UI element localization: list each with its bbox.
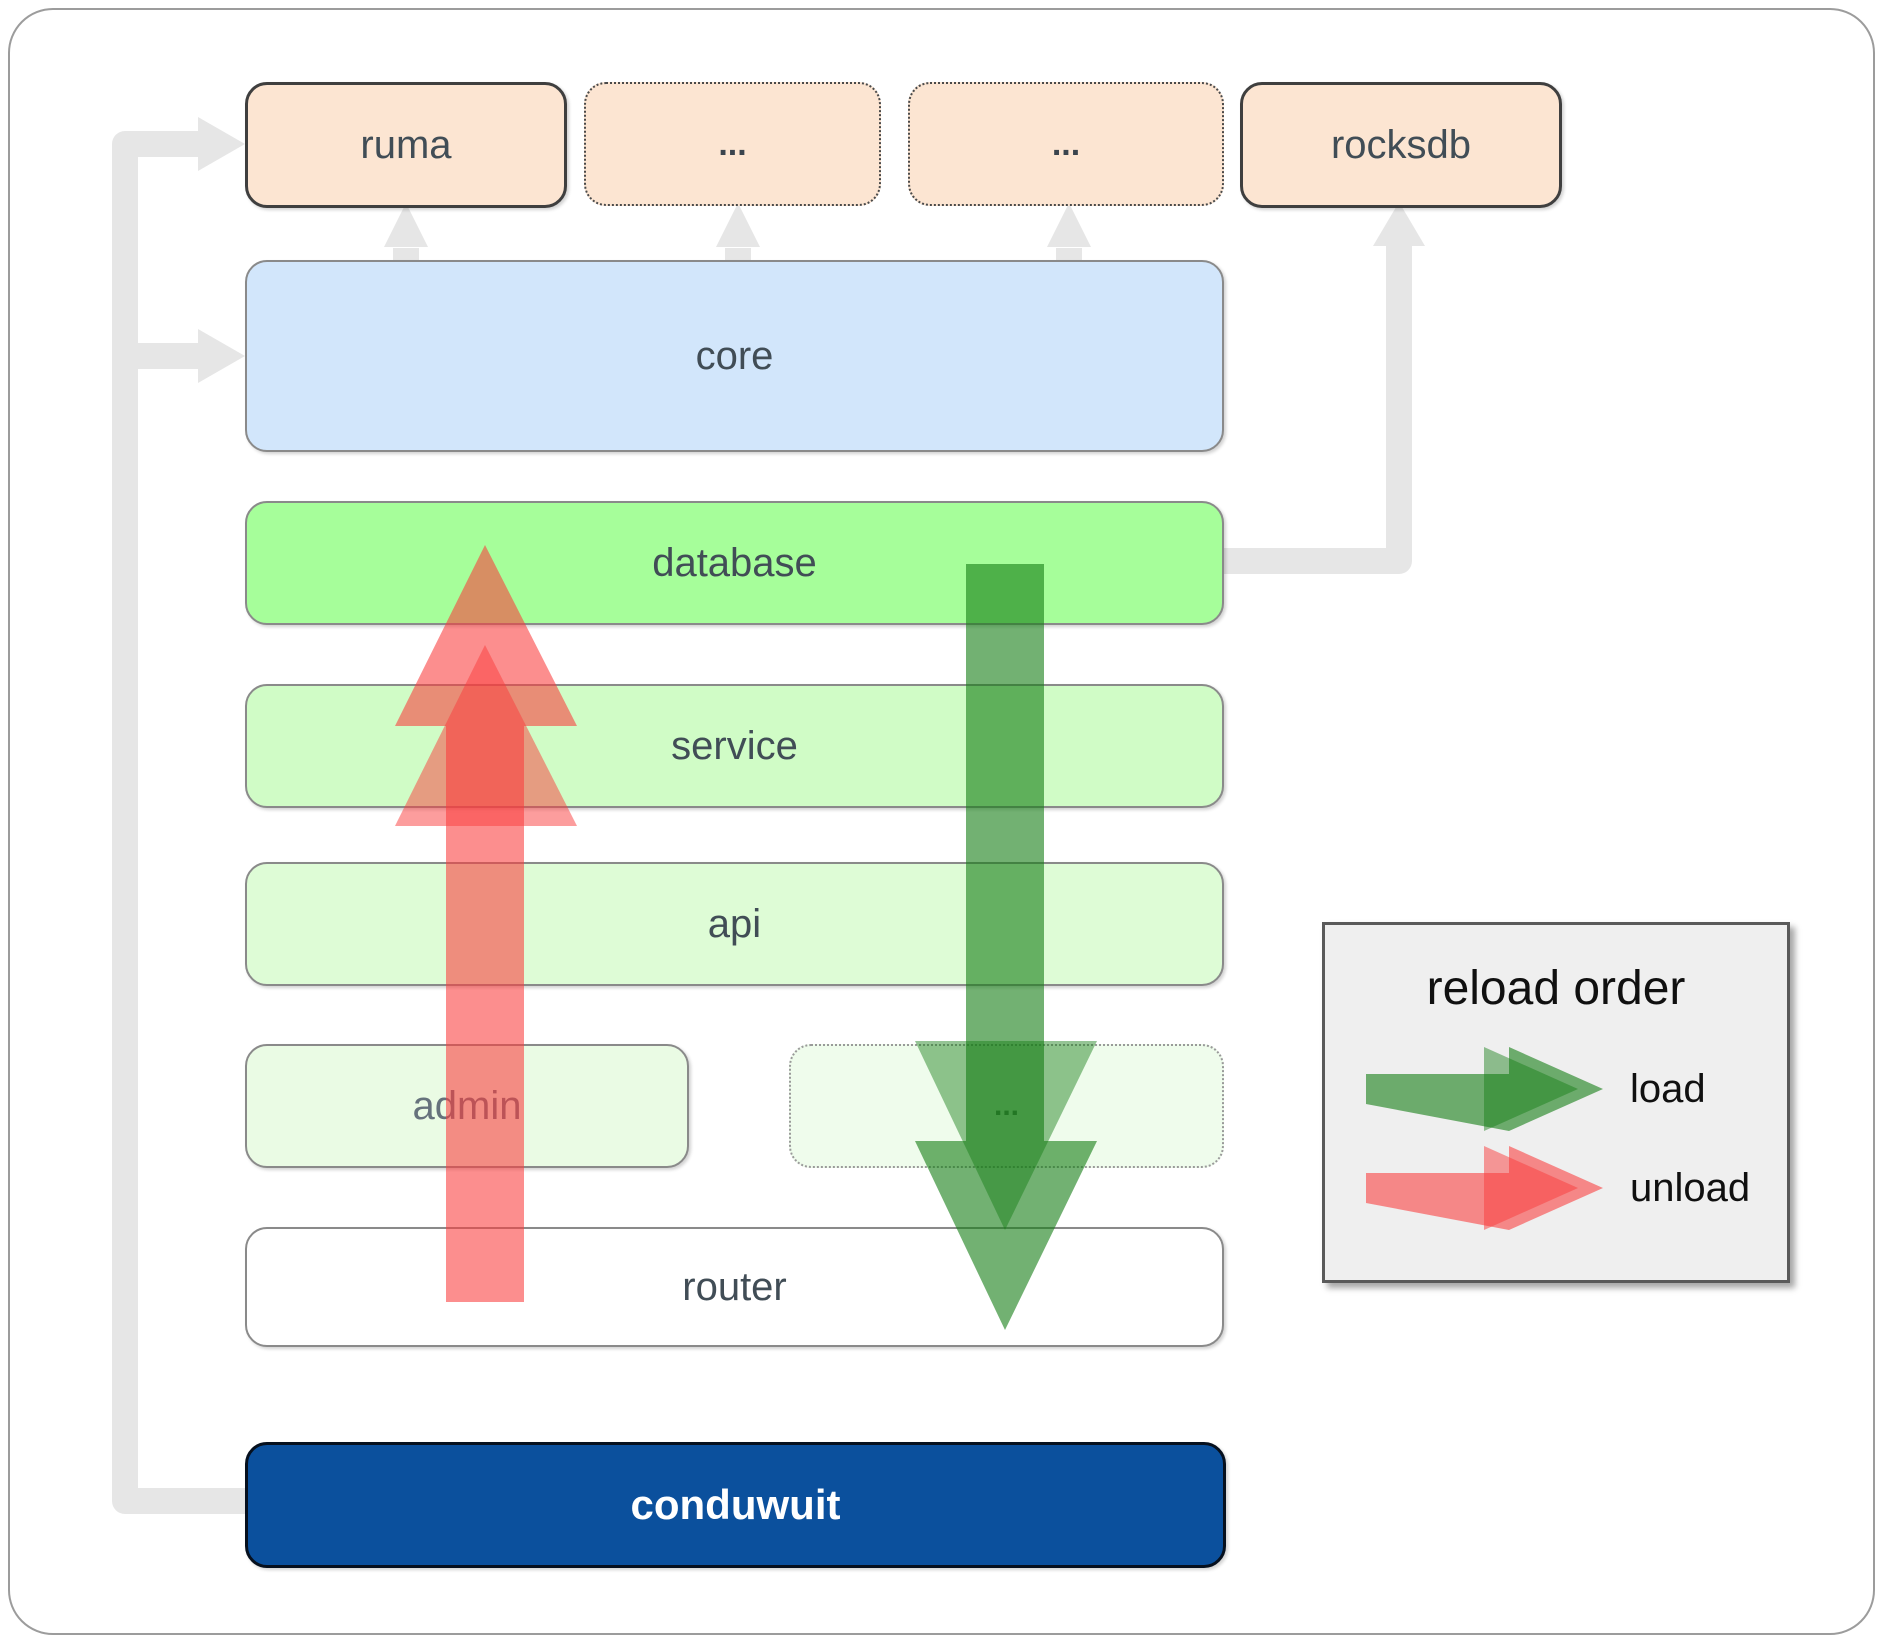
arrowhead-core-ext1-icon [716, 203, 760, 247]
node-rocksdb: rocksdb [1240, 82, 1562, 208]
arrowhead-into-rocksdb-icon [1373, 202, 1425, 246]
legend-unload-label: unload [1630, 1165, 1751, 1210]
page-border [8, 8, 1875, 1635]
node-api-label: api [707, 901, 762, 946]
legend: reload order load unload [1322, 922, 1790, 1283]
node-service: service [245, 684, 1224, 808]
node-database-label: database [652, 540, 817, 585]
arrowhead-core-ext2-icon [1047, 203, 1091, 247]
node-ruma-label: ruma [360, 122, 452, 167]
node-ext-top-2-label: ... [1051, 124, 1081, 163]
node-rocksdb-label: rocksdb [1330, 122, 1472, 167]
node-database: database [245, 501, 1224, 625]
database-to-rocksdb-line [1220, 245, 1412, 574]
node-ruma: ruma [245, 82, 567, 208]
arrowhead-into-core-icon [198, 329, 245, 383]
arrowhead-into-ruma-icon [198, 117, 245, 171]
node-ext-top-1-label: ... [718, 124, 747, 163]
legend-title: reload order [1426, 962, 1686, 1015]
node-service-label: service [671, 723, 798, 768]
node-router: router [245, 1227, 1224, 1347]
node-router-label: router [682, 1264, 787, 1309]
node-core: core [245, 260, 1224, 452]
node-conduwuit: conduwuit [245, 1442, 1226, 1568]
node-core-label: core [695, 333, 774, 378]
conduwuit-to-ruma-line [112, 131, 249, 1514]
arrowhead-core-ruma-icon [384, 203, 428, 247]
node-conduwuit-label: conduwuit [630, 1481, 841, 1528]
node-ext-top-2: ... [908, 82, 1224, 206]
node-api: api [245, 862, 1224, 986]
legend-load-label: load [1630, 1066, 1706, 1111]
node-ext-top-1: ... [584, 82, 881, 206]
